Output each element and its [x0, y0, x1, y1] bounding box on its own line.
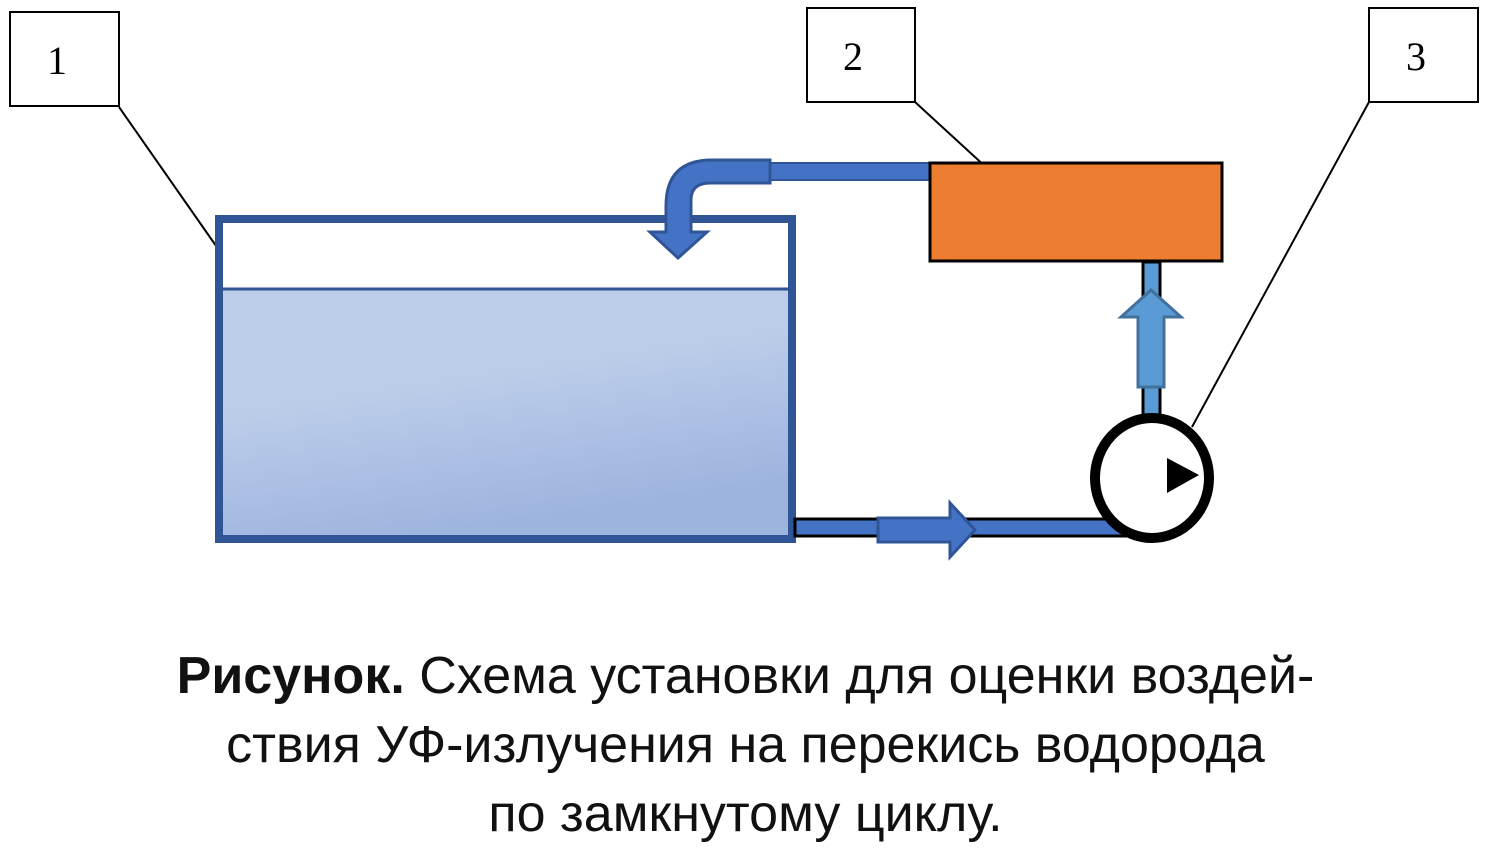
right-arrow-icon — [876, 499, 978, 561]
riser-pipe — [1117, 260, 1185, 419]
pump — [1090, 413, 1214, 543]
tank — [215, 215, 796, 543]
callout-2-label: 2 — [843, 34, 863, 79]
callout-3: 3 — [1191, 7, 1479, 428]
caption-line-2: ствия УФ-излучения на перекись водорода — [226, 716, 1265, 774]
caption-line-1: Схема установки для оценки воздей- — [404, 647, 1315, 705]
caption-prefix: Рисунок. — [176, 647, 405, 705]
water — [220, 289, 790, 538]
callout-1-label: 1 — [47, 38, 67, 83]
callout-1: 1 — [9, 11, 222, 254]
play-triangle-icon — [1167, 458, 1199, 493]
callout-2: 2 — [806, 7, 989, 170]
caption-line-3: по замкнутому циклу. — [488, 785, 1003, 843]
return-pipe — [646, 158, 931, 261]
callout-3-label: 3 — [1406, 34, 1426, 79]
supply-pipe — [793, 499, 1128, 561]
uv-unit — [928, 161, 1224, 263]
up-arrow-icon — [1117, 287, 1185, 389]
down-arrow-icon — [646, 158, 772, 261]
figure-caption: Рисунок. Схема установки для оценки возд… — [0, 642, 1491, 849]
